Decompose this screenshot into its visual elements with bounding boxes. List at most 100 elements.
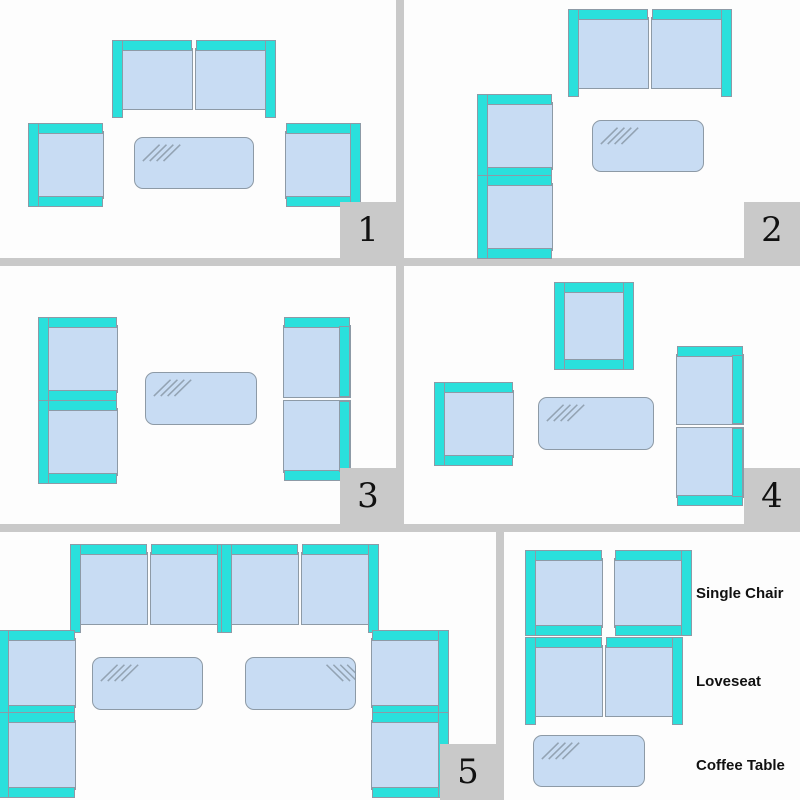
frame-bar-top xyxy=(302,544,370,555)
frame-bar-rightout xyxy=(623,282,634,370)
panel-5-number-badge: 5 xyxy=(440,744,496,800)
frame-bar-leftout xyxy=(0,712,9,798)
frame-bar-top xyxy=(284,317,350,328)
table-shine-icon xyxy=(600,127,639,145)
chair-lower-left[interactable] xyxy=(38,400,118,484)
loveseat-seat-1 xyxy=(112,40,193,118)
panel-4-content xyxy=(404,266,800,524)
frame-bar-leftout xyxy=(477,175,488,259)
frame-bar-top xyxy=(151,544,219,555)
loveseat-seat-2 xyxy=(301,544,379,633)
frame-bar-top xyxy=(372,630,440,641)
loveseat-top[interactable] xyxy=(112,40,276,118)
chair-cushion xyxy=(434,382,514,466)
chair-cushion xyxy=(285,123,361,207)
legend-chair-right-arm[interactable] xyxy=(614,550,692,636)
panel-2-number-badge: 2 xyxy=(744,202,800,258)
loveseat-seat-2 xyxy=(150,544,228,633)
coffee-table-center[interactable] xyxy=(592,120,704,172)
chair-left[interactable] xyxy=(434,382,514,466)
table-shine-icon xyxy=(153,379,192,397)
chair-cushion xyxy=(0,630,76,716)
chair-lower-right[interactable] xyxy=(371,712,449,798)
chair-cushion xyxy=(38,400,118,484)
frame-bar-top xyxy=(230,544,298,555)
coffee-table-left[interactable] xyxy=(92,657,203,710)
frame-bar-leftout xyxy=(38,317,49,401)
panel-4: 4 xyxy=(404,266,800,524)
loveseat-top-right[interactable] xyxy=(568,9,732,97)
coffee-table-center[interactable] xyxy=(134,137,254,189)
coffee-table-center[interactable] xyxy=(145,372,257,425)
panel-1: 1 xyxy=(0,0,396,258)
frame-bar-bottom xyxy=(563,359,625,370)
chair-cushion xyxy=(371,712,449,798)
frame-bar-bottom xyxy=(486,248,552,259)
frame-bar-bottom xyxy=(677,495,743,506)
frame-bar-right xyxy=(339,401,350,472)
chair-cushion xyxy=(477,94,553,178)
legend-loveseat[interactable] xyxy=(525,637,683,725)
frame-bar-leftout xyxy=(434,382,445,466)
frame-bar-top xyxy=(7,712,75,723)
chair-lower-left[interactable] xyxy=(0,712,76,798)
frame-bar-rightout xyxy=(350,123,361,207)
frame-bar-leftout xyxy=(525,637,536,725)
frame-bar-rightout xyxy=(438,630,449,716)
chair-right[interactable] xyxy=(285,123,361,207)
loveseat-right[interactable] xyxy=(283,317,351,481)
frame-bar-top xyxy=(47,400,117,411)
frame-bar-leftout xyxy=(221,544,232,633)
panel-3-number-badge: 3 xyxy=(340,468,396,524)
chair-upper-left[interactable] xyxy=(0,630,76,716)
frame-bar-top xyxy=(121,40,192,51)
panel-2: 2 xyxy=(404,0,800,259)
loveseat-seat-1 xyxy=(525,637,603,725)
frame-bar-top xyxy=(534,550,602,561)
frame-bar-bottom xyxy=(534,625,602,636)
legend-chair-left-arm[interactable] xyxy=(525,550,603,636)
panel-2-content xyxy=(404,0,800,259)
frame-bar-top xyxy=(47,317,117,328)
frame-bar-leftout xyxy=(112,40,123,118)
legend-coffee-table[interactable] xyxy=(533,735,645,787)
frame-bar-bottom xyxy=(7,787,75,798)
frame-bar-bottom xyxy=(443,455,513,466)
frame-bar-top xyxy=(372,712,440,723)
loveseat-seat-2 xyxy=(605,637,683,725)
frame-bar-right xyxy=(732,428,743,497)
frame-bar-right xyxy=(339,326,350,397)
frame-bar-right xyxy=(732,355,743,424)
coffee-table-center[interactable] xyxy=(538,397,654,450)
chair-cushion xyxy=(38,317,118,401)
frame-bar-leftout xyxy=(70,544,81,633)
frame-bar-leftout xyxy=(477,94,488,178)
frame-bar-leftout xyxy=(568,9,579,97)
frame-bar-top xyxy=(652,9,723,20)
table-shine-icon xyxy=(142,144,181,162)
coffee-table-right[interactable] xyxy=(245,657,356,710)
frame-bar-top xyxy=(443,382,513,393)
frame-bar-top xyxy=(534,637,602,648)
table-shine-icon xyxy=(546,404,585,422)
loveseat-seat-2 xyxy=(676,427,744,506)
frame-bar-top xyxy=(286,123,352,134)
chair-top-center[interactable] xyxy=(554,282,634,370)
chair-left[interactable] xyxy=(28,123,104,207)
frame-bar-rightout xyxy=(672,637,683,725)
chair-lower-left[interactable] xyxy=(477,175,553,259)
frame-bar-top xyxy=(677,346,743,357)
chair-upper-right[interactable] xyxy=(371,630,449,716)
chair-cushion xyxy=(525,550,603,636)
loveseat-right[interactable] xyxy=(676,346,744,506)
chair-cushion xyxy=(371,630,449,716)
loveseat-top-left[interactable] xyxy=(70,544,228,633)
frame-bar-top xyxy=(606,637,674,648)
chair-upper-left[interactable] xyxy=(38,317,118,401)
loveseat-top-right[interactable] xyxy=(221,544,379,633)
frame-bar-rightout xyxy=(265,40,276,118)
frame-bar-bottom xyxy=(47,473,117,484)
chair-upper-left[interactable] xyxy=(477,94,553,178)
panel-1-number-badge: 1 xyxy=(340,202,396,258)
frame-bar-leftout xyxy=(554,282,565,370)
